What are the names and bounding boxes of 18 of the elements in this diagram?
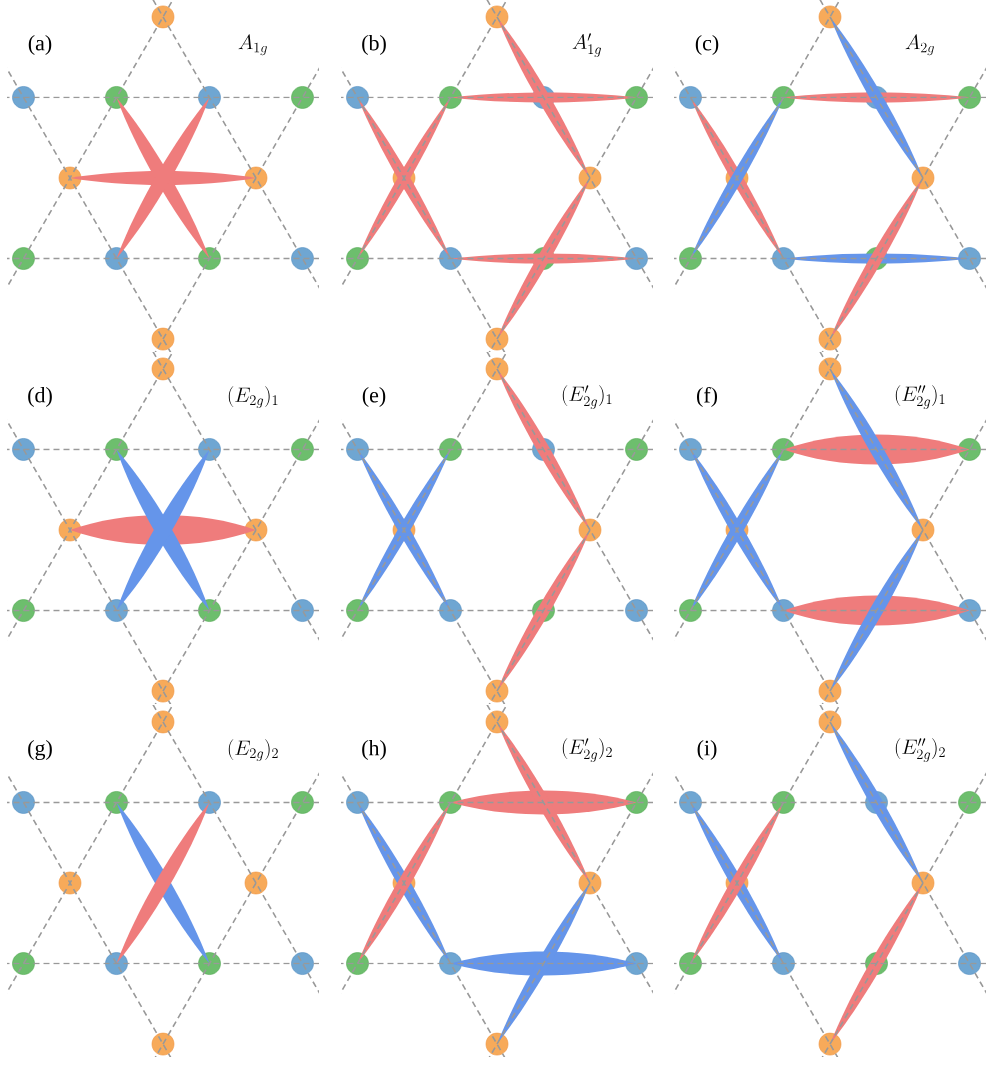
symmetry-label: $(E''_{2g})_1$: [895, 385, 945, 409]
symmetry-label: $A_{1g}$: [238, 34, 267, 56]
panel-label: (a): [28, 35, 52, 55]
panel-label: (g): [28, 740, 52, 760]
panel-label: (i): [697, 740, 717, 760]
symmetry-label: $A_{2g}$: [905, 34, 934, 56]
panel-label: (h): [362, 740, 386, 760]
symmetry-label: $(E'_{2g})_1$: [562, 385, 612, 409]
panel-label: (d): [28, 387, 52, 407]
panel-label: (f): [697, 386, 718, 408]
panel-label: (e): [362, 387, 386, 407]
symmetry-label: $(E'_{2g})_2$: [562, 738, 612, 762]
panel-label: (b): [362, 35, 386, 55]
symmetry-label: $A'_{1g}$: [572, 33, 601, 57]
symmetry-label: $(E''_{2g})_2$: [895, 738, 945, 762]
symmetry-label: $(E_{2g})_1$: [228, 386, 278, 408]
panel-label: (c): [695, 35, 719, 55]
symmetry-label: $(E_{2g})_2$: [228, 739, 278, 761]
